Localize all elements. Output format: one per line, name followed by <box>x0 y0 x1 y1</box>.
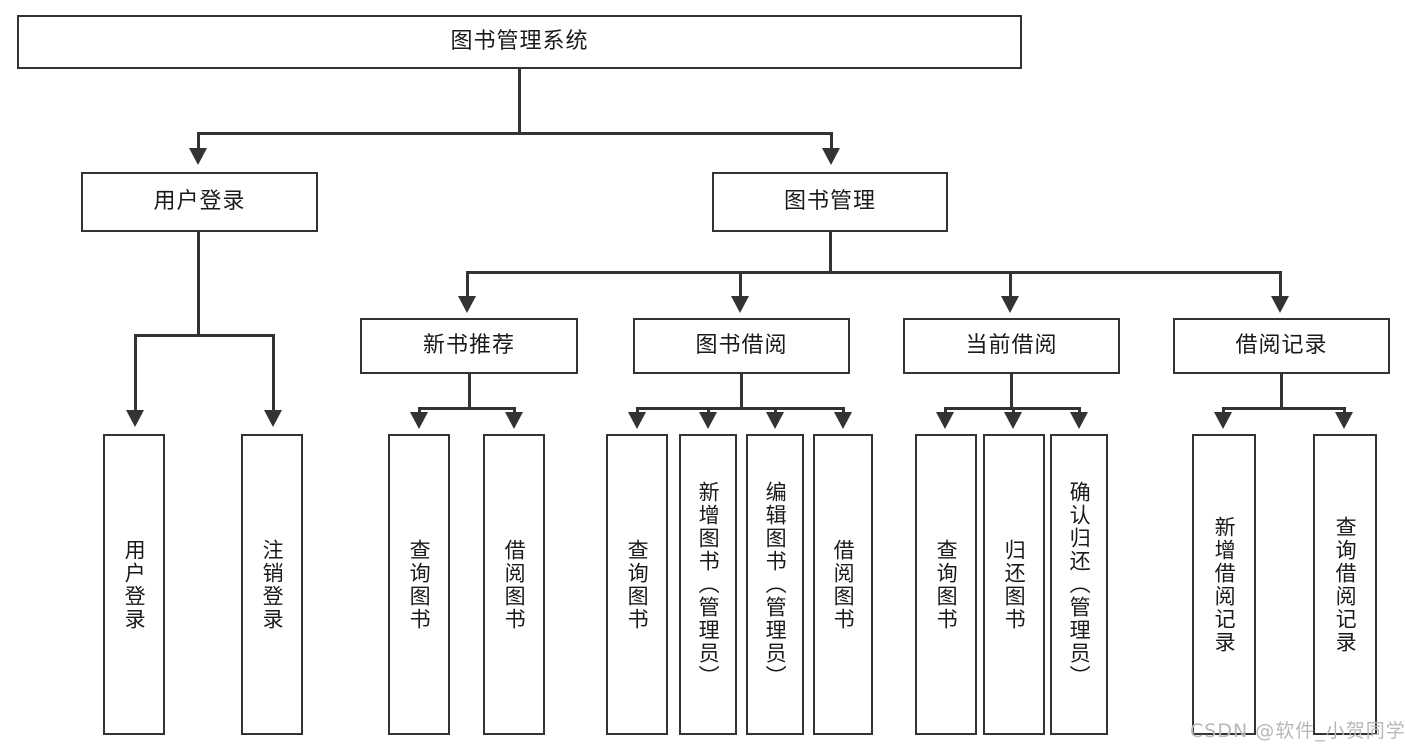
node-label: 注销登录 <box>260 538 285 631</box>
arrow-icon-login-leaf-1 <box>126 410 144 427</box>
node-label: 新增图书（管理员） <box>696 481 721 688</box>
node-label: 图书管理系统 <box>450 28 589 54</box>
arrow-icon-current-leaf-3 <box>1070 412 1088 429</box>
leaf-add-borrow-record[interactable]: 新增借阅记录 <box>1192 434 1256 735</box>
node-label: 借阅图书 <box>502 538 527 631</box>
arrow-icon-root-to-bookmgmt <box>822 148 840 165</box>
connector-root-to-bookmgmt <box>830 132 833 150</box>
node-new-book-recommend[interactable]: 新书推荐 <box>360 318 578 374</box>
connector-bookmgmt-to-l3-1 <box>466 271 469 299</box>
node-label: 用户登录 <box>122 538 147 631</box>
connector-bookmgmt-to-l3-3 <box>1009 271 1012 299</box>
arrow-icon-borrow-leaf-2 <box>699 412 717 429</box>
arrow-icon-l3-1 <box>458 296 476 313</box>
connector-borrow-bus <box>636 407 844 410</box>
connector-login-bus <box>134 334 275 337</box>
node-label: 借阅图书 <box>831 538 856 631</box>
arrow-icon-recommend-leaf-2 <box>505 412 523 429</box>
connector-current-stem <box>1010 374 1013 410</box>
node-label: 编辑图书（管理员） <box>763 481 788 688</box>
leaf-query-book-current[interactable]: 查询图书 <box>915 434 977 735</box>
watermark-text: CSDN @软件_小贺同学 <box>1190 720 1405 742</box>
node-label: 用户登录 <box>153 188 246 214</box>
node-label: 借阅记录 <box>1235 332 1328 358</box>
node-label: 确认归还（管理员） <box>1067 481 1092 688</box>
leaf-confirm-return-admin[interactable]: 确认归还（管理员） <box>1050 434 1108 735</box>
leaf-user-login[interactable]: 用户登录 <box>103 434 165 735</box>
leaf-add-book-admin[interactable]: 新增图书（管理员） <box>679 434 737 735</box>
leaf-borrow-book[interactable]: 借阅图书 <box>813 434 873 735</box>
leaf-query-borrow-record[interactable]: 查询借阅记录 <box>1313 434 1377 735</box>
arrow-icon-recommend-leaf-1 <box>410 412 428 429</box>
leaf-edit-book-admin[interactable]: 编辑图书（管理员） <box>746 434 804 735</box>
arrow-icon-borrow-leaf-3 <box>766 412 784 429</box>
connector-login-to-leaf-2 <box>272 334 275 412</box>
connector-recommend-bus <box>418 407 516 410</box>
arrow-icon-borrow-leaf-1 <box>628 412 646 429</box>
node-label: 归还图书 <box>1002 538 1027 631</box>
arrow-icon-current-leaf-1 <box>936 412 954 429</box>
node-current-borrow[interactable]: 当前借阅 <box>903 318 1120 374</box>
arrow-icon-l3-2 <box>731 296 749 313</box>
leaf-return-book[interactable]: 归还图书 <box>983 434 1045 735</box>
leaf-borrow-book-recommend[interactable]: 借阅图书 <box>483 434 545 735</box>
connector-root-to-login <box>197 132 200 150</box>
connector-current-bus <box>944 407 1079 410</box>
connector-record-bus <box>1222 407 1345 410</box>
arrow-icon-root-to-login <box>189 148 207 165</box>
node-borrow-record[interactable]: 借阅记录 <box>1173 318 1390 374</box>
node-label: 查询借阅记录 <box>1333 515 1358 654</box>
leaf-logout[interactable]: 注销登录 <box>241 434 303 735</box>
connector-bookmgmt-stem <box>829 232 832 273</box>
connector-root-bus <box>197 132 833 135</box>
arrow-icon-record-leaf-2 <box>1335 412 1353 429</box>
arrow-icon-l3-4 <box>1271 296 1289 313</box>
node-label: 当前借阅 <box>965 332 1058 358</box>
node-label: 查询图书 <box>625 538 650 631</box>
connector-record-stem <box>1280 374 1283 410</box>
connector-root-stem <box>518 69 521 132</box>
connector-login-stem <box>197 232 200 334</box>
node-root-system[interactable]: 图书管理系统 <box>17 15 1022 69</box>
node-label: 图书管理 <box>783 188 876 214</box>
connector-bookmgmt-to-l3-2 <box>739 271 742 299</box>
leaf-query-book-borrow[interactable]: 查询图书 <box>606 434 668 735</box>
arrow-icon-record-leaf-1 <box>1214 412 1232 429</box>
node-label: 查询图书 <box>934 538 959 631</box>
node-book-management[interactable]: 图书管理 <box>712 172 948 232</box>
arrow-icon-login-leaf-2 <box>264 410 282 427</box>
arrow-icon-l3-3 <box>1001 296 1019 313</box>
connector-borrow-stem <box>740 374 743 410</box>
arrow-icon-borrow-leaf-4 <box>834 412 852 429</box>
leaf-query-book-recommend[interactable]: 查询图书 <box>388 434 450 735</box>
node-book-borrow[interactable]: 图书借阅 <box>633 318 850 374</box>
connector-login-to-leaf-1 <box>134 334 137 412</box>
node-label: 新书推荐 <box>422 332 515 358</box>
connector-bookmgmt-to-l3-4 <box>1279 271 1282 299</box>
node-label: 新增借阅记录 <box>1212 515 1237 654</box>
node-label: 查询图书 <box>407 538 432 631</box>
connector-recommend-stem <box>468 374 471 410</box>
connector-bookmgmt-bus <box>466 271 1282 274</box>
node-user-login[interactable]: 用户登录 <box>81 172 318 232</box>
arrow-icon-current-leaf-2 <box>1004 412 1022 429</box>
node-label: 图书借阅 <box>695 332 788 358</box>
